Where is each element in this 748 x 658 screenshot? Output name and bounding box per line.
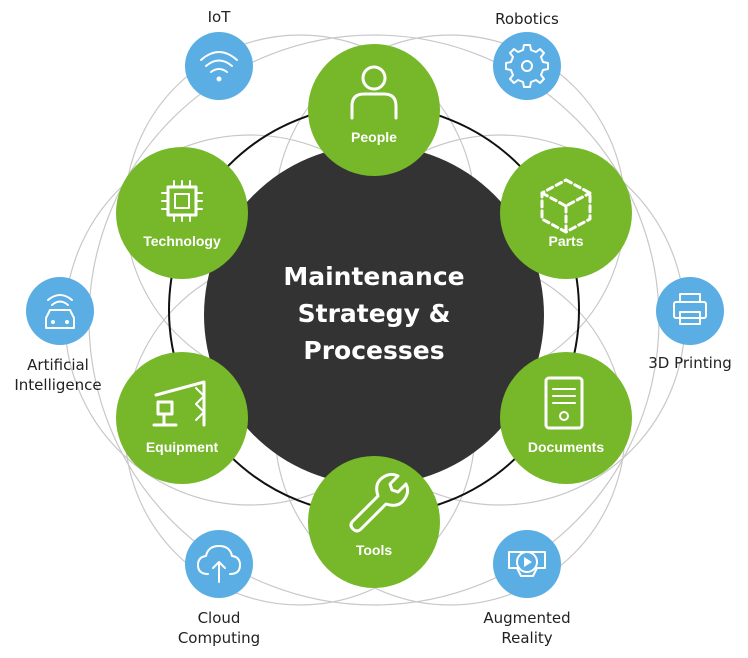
tech-node-iot: IoT — [185, 8, 253, 100]
core-node-label: Parts — [548, 233, 583, 249]
tech-label-line: Intelligence — [14, 376, 101, 394]
chip-icon — [161, 180, 203, 222]
core-node-label: Tools — [356, 542, 393, 558]
cube-icon — [540, 178, 592, 234]
tech-label-line: Reality — [501, 629, 552, 647]
core-node-documents: Documents — [500, 352, 632, 484]
crane-icon — [152, 380, 206, 427]
autonomous-car-icon — [45, 294, 75, 329]
center-title-line-3: Processes — [303, 336, 444, 365]
core-node-equipment: Equipment — [116, 352, 248, 484]
center-circle — [204, 145, 544, 485]
center-title-line-2: Strategy & — [298, 299, 451, 328]
core-node-label: Documents — [528, 439, 604, 455]
tech-label-line: 3D Printing — [648, 354, 732, 372]
person-icon — [350, 65, 398, 120]
core-node-label: People — [351, 129, 397, 145]
wifi-icon — [200, 51, 238, 82]
tech-node-robotics: Robotics — [493, 10, 561, 100]
core-node-technology: Technology — [116, 147, 248, 279]
tech-node-3d-printing: 3D Printing — [648, 277, 732, 372]
center-hub: Maintenance Strategy & Processes — [204, 145, 544, 485]
tech-node-augmented-reality: Augmented Reality — [483, 530, 571, 647]
document-icon — [544, 376, 584, 430]
core-node-parts: Parts — [500, 147, 632, 279]
core-node-label: Technology — [143, 233, 221, 249]
center-title-line-1: Maintenance — [283, 262, 464, 291]
tech-label-line: Artificial — [27, 356, 89, 374]
tech-label-line: IoT — [208, 8, 232, 26]
wrench-icon — [349, 472, 410, 533]
tech-label-line: Augmented — [483, 609, 570, 627]
core-node-tools: Tools — [308, 456, 440, 588]
tech-label-line: Computing — [178, 629, 260, 647]
printer-icon — [673, 293, 707, 325]
core-node-people: People — [308, 44, 440, 176]
vr-headset-icon — [508, 551, 546, 577]
gear-icon — [505, 44, 549, 88]
tech-node-artificial-intelligence: Artificial Intelligence — [14, 277, 102, 394]
tech-label-line: Cloud — [198, 609, 241, 627]
tech-label-line: Robotics — [495, 10, 559, 28]
cloud-upload-icon — [197, 545, 241, 583]
core-node-label: Equipment — [146, 439, 219, 455]
tech-node-cloud-computing: Cloud Computing — [178, 530, 260, 647]
